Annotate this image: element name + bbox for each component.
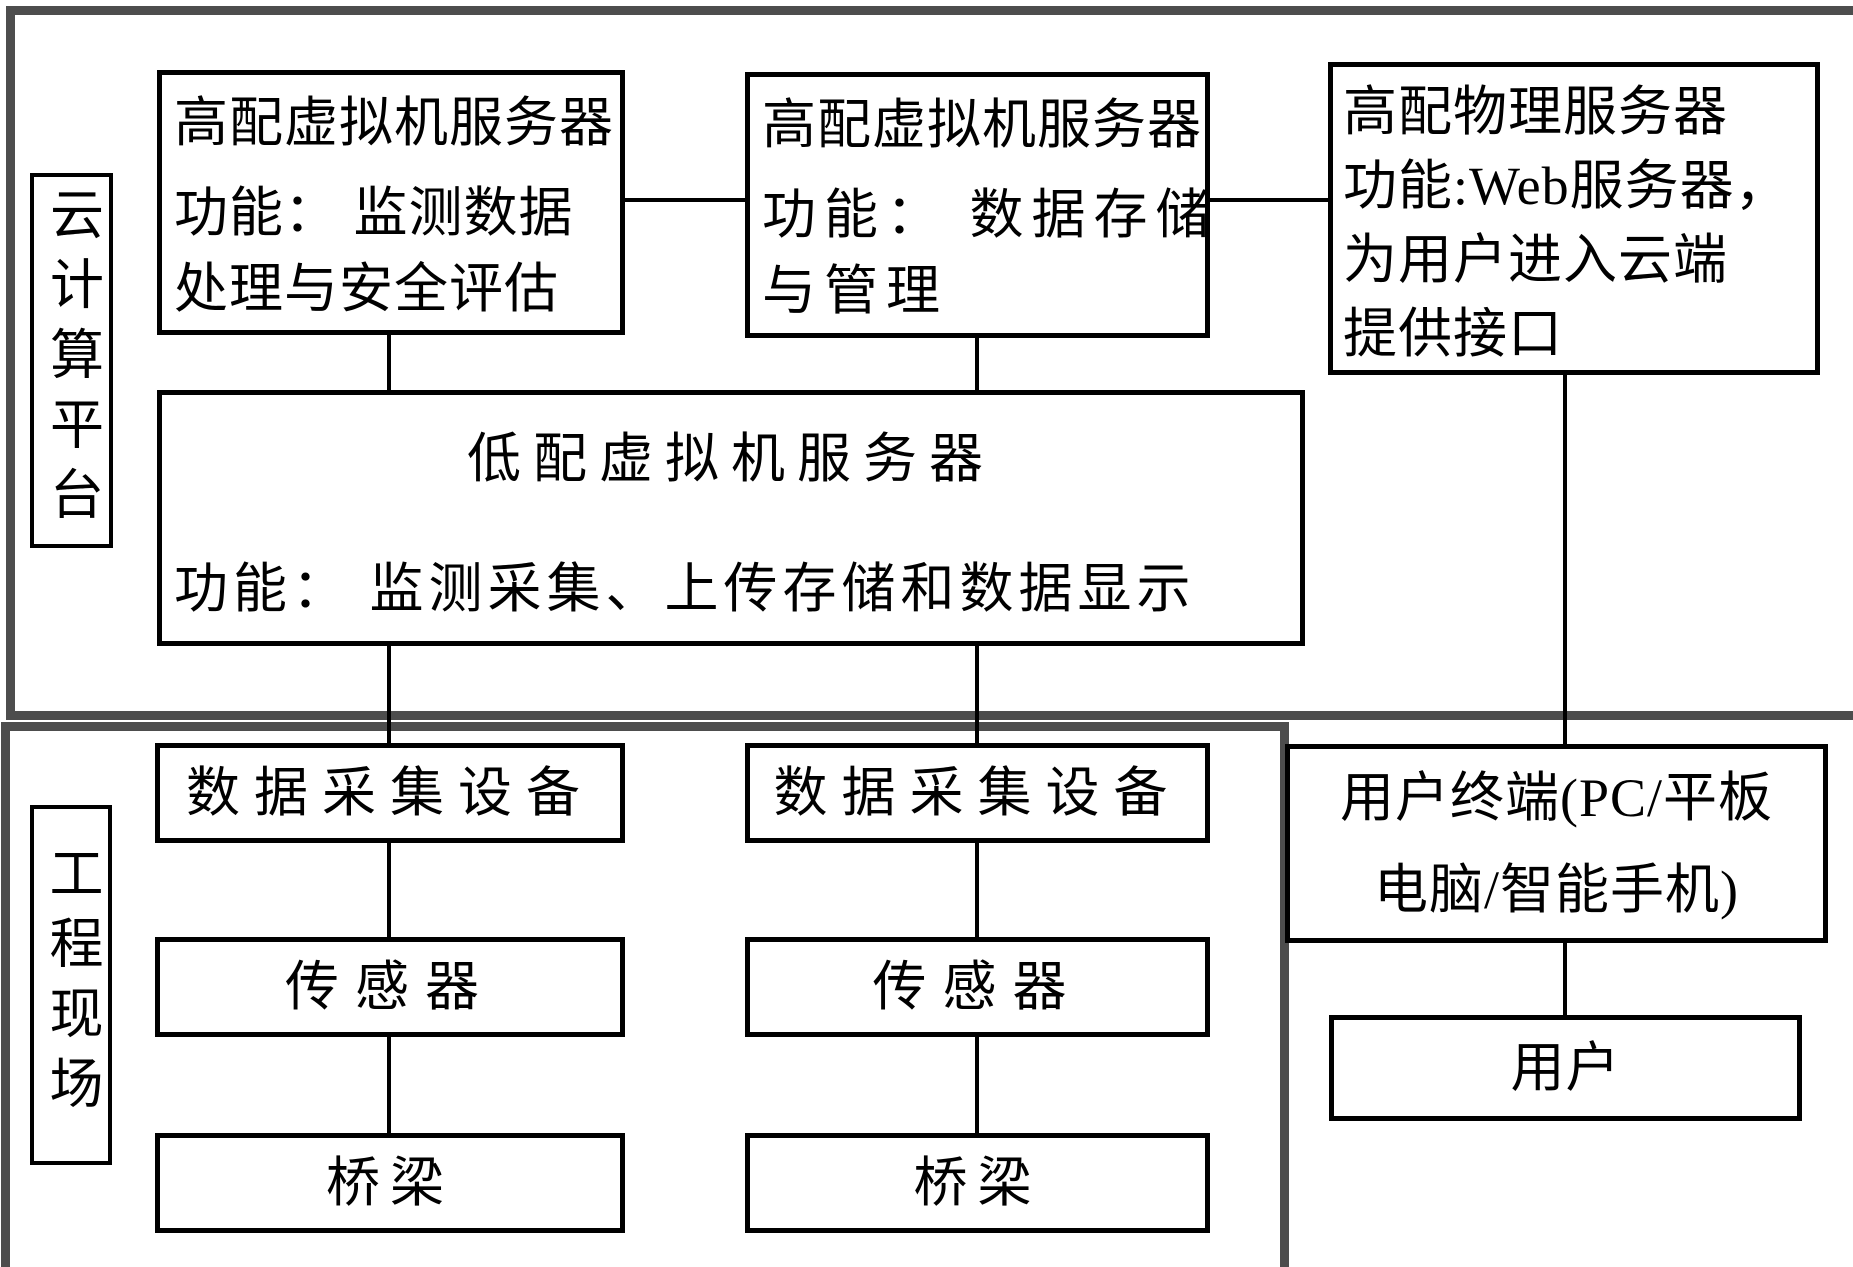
user-terminal-line1: 用户终端(PC/平板	[1339, 767, 1774, 828]
connector-server1-server2	[622, 198, 748, 202]
connector-server3-terminal	[1563, 370, 1567, 750]
connector-lowserver-daq-left	[387, 640, 391, 750]
high-vm-server-2-func-line1: 功能： 数据存储	[762, 185, 1218, 245]
sensor-left-box: 传感器	[155, 937, 625, 1037]
low-vm-server-func: 功能： 监测采集、上传存储和数据显示	[174, 559, 1196, 619]
bridge-right-box: 桥梁	[745, 1133, 1210, 1233]
bridge-right-label: 桥梁	[913, 1153, 1042, 1213]
engineering-site-frame	[1, 722, 1289, 1267]
user-box: 用户	[1329, 1015, 1802, 1121]
sensor-left-label: 传感器	[285, 957, 495, 1017]
cloud-platform-frame	[6, 6, 1853, 720]
connector-terminal-user	[1563, 938, 1567, 1021]
bridge-left-label: 桥梁	[326, 1153, 454, 1213]
daq-left-label: 数据采集设备	[186, 763, 594, 823]
physical-server-func-line3: 提供接口	[1343, 304, 1563, 364]
bridge-left-box: 桥梁	[155, 1133, 625, 1233]
high-vm-server-2-box: 高配虚拟机服务器 功能： 数据存储 与管理	[745, 72, 1210, 338]
low-vm-server-title: 低配虚拟机服务器	[467, 429, 995, 489]
connector-server2-lowserver	[975, 332, 979, 396]
connector-sensor-bridge-left	[387, 1032, 391, 1139]
connector-sensor-bridge-right	[975, 1032, 979, 1139]
high-vm-server-2-title: 高配虚拟机服务器	[762, 95, 1202, 155]
engineering-site-label: 工程现场	[41, 845, 101, 1125]
high-vm-server-1-box: 高配虚拟机服务器 功能： 监测数据 处理与安全评估	[157, 70, 625, 335]
connector-server2-server3	[1207, 198, 1331, 202]
physical-server-title: 高配物理服务器	[1343, 82, 1728, 142]
connector-daq-sensor-left	[387, 838, 391, 943]
connector-lowserver-daq-right	[975, 640, 979, 750]
connector-daq-sensor-right	[975, 838, 979, 943]
engineering-site-label-box: 工程现场	[30, 805, 112, 1165]
high-vm-server-2-func-line2: 与管理	[762, 261, 948, 321]
cloud-platform-label-box: 云计算平台	[30, 173, 113, 548]
daq-left-box: 数据采集设备	[155, 743, 625, 843]
physical-server-func-line2: 为用户进入云端	[1343, 230, 1728, 290]
high-vm-server-1-func-line1: 功能： 监测数据	[174, 183, 574, 243]
high-vm-server-1-func-line2: 处理与安全评估	[174, 259, 559, 319]
physical-server-box: 高配物理服务器 功能:Web服务器， 为用户进入云端 提供接口	[1328, 62, 1820, 375]
sensor-right-box: 传感器	[745, 937, 1210, 1037]
high-vm-server-1-title: 高配虚拟机服务器	[174, 93, 614, 153]
user-terminal-box: 用户终端(PC/平板 电脑/智能手机)	[1285, 744, 1828, 943]
daq-right-label: 数据采集设备	[773, 763, 1182, 823]
daq-right-box: 数据采集设备	[745, 743, 1210, 843]
cloud-platform-label: 云计算平台	[41, 185, 102, 536]
physical-server-func-line1: 功能:Web服务器，	[1343, 156, 1790, 216]
user-terminal-line2: 电脑/智能手机)	[1374, 859, 1739, 920]
user-label: 用户	[1510, 1038, 1621, 1098]
connector-server1-lowserver	[387, 330, 391, 396]
low-vm-server-box: 低配虚拟机服务器 功能： 监测采集、上传存储和数据显示	[157, 390, 1305, 646]
sensor-right-label: 传感器	[872, 957, 1083, 1017]
